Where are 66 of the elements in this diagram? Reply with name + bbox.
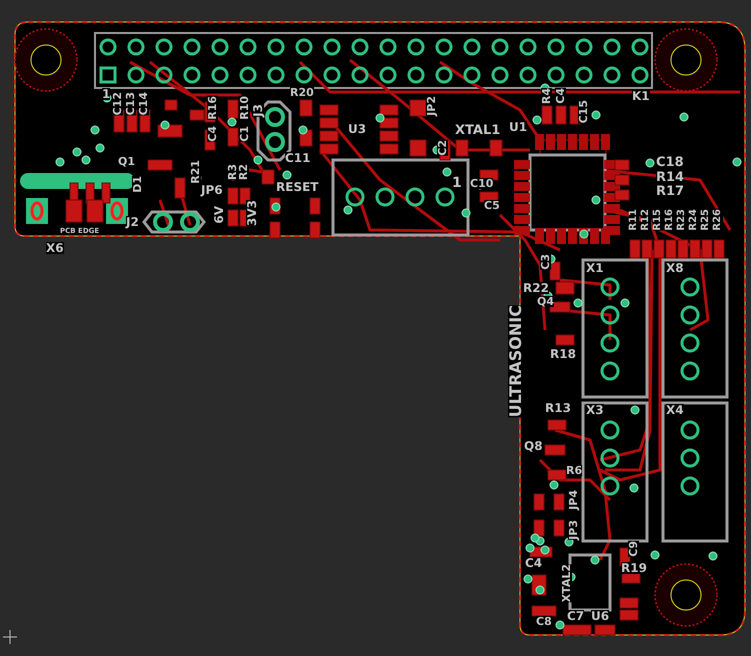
silkscreen-label: RESET [276,181,318,193]
silkscreen-label: C8 [536,616,552,627]
silkscreen-label: R19 [621,562,647,574]
silkscreen-label: 6V [213,206,225,224]
silkscreen-label: JP3 [568,520,579,540]
silkscreen-label: U1 [509,121,528,133]
silkscreen-label: J2 [126,216,139,228]
silkscreen-label: D1 [132,176,143,193]
silkscreen-label: R10 [239,96,250,120]
silkscreen-label: JP6 [201,184,223,196]
silkscreen-label: C13 [125,92,136,116]
silkscreen-label: R12 [641,209,651,231]
silkscreen-label: R3 [227,164,238,180]
silkscreen-label: 1 [102,88,110,100]
silkscreen-label: K1 [632,90,650,102]
silkscreen-label: C10 [470,178,494,189]
silkscreen-label: R24 [689,209,699,231]
silkscreen-label: C14 [138,92,149,116]
silkscreen-label: 1 [452,176,462,190]
silkscreen-label: R22 [523,282,549,294]
silkscreen-label: C2 [437,140,448,156]
silkscreen-label: R6 [566,465,582,476]
silkscreen-label: C12 [112,92,123,116]
silkscreen-label: C5 [484,200,500,211]
silkscreen-label: JP4 [568,490,579,510]
silkscreen-label: X6 [46,242,64,254]
silkscreen-label: R14 [656,171,684,184]
silkscreen-label: X1 [586,262,604,274]
silkscreen-label: R21 [190,160,201,184]
silkscreen-label: R26 [713,209,723,231]
silkscreen-label: C4 [555,88,566,104]
silkscreen-label: R20 [290,87,314,98]
silkscreen-label: R17 [656,185,684,198]
silkscreen-label: R25 [701,209,711,231]
silkscreen-label: 3V3 [246,200,258,226]
silkscreen-label: C7 [567,610,584,622]
silkscreen-label: C11 [285,152,311,164]
silkscreen-label: JP2 [426,96,437,116]
silkscreen-label: U3 [348,123,366,135]
silkscreen-label: X4 [666,404,684,416]
silkscreen-label: XTAL1 [455,124,500,137]
silkscreen-label: C3 [540,254,551,270]
silkscreen-label: R18 [550,348,576,360]
silkscreen-label: R16 [665,209,675,231]
silkscreen-label: R15 [653,209,663,231]
silkscreen-label: XTAL2 [561,564,572,602]
silkscreen-label: X8 [666,262,684,274]
silkscreen-label: Q8 [524,440,543,452]
silkscreen-label: R2 [238,164,249,180]
silkscreen-label: R13 [545,402,571,414]
silkscreen-label: Q4 [537,296,554,307]
silkscreen-label: C1 [239,126,250,142]
silkscreen-label: R11 [629,209,639,231]
silkscreen-label: ULTRASONIC [508,305,524,418]
silkscreen-label: C4 [207,126,218,142]
silkscreen-label: C4 [525,557,542,569]
silkscreen-label: C18 [656,156,684,169]
silkscreen-label: J3 [252,104,264,117]
silkscreen-label: R4 [541,88,552,104]
silkscreen-label: C9 [628,541,639,557]
silkscreen-label: X3 [586,404,604,416]
silkscreen-label: R16 [207,96,218,120]
silkscreen-label: R23 [677,209,687,231]
silkscreen-label: C15 [578,100,589,124]
silkscreen-label: Q1 [118,156,136,167]
silkscreen-label: U6 [591,610,610,622]
